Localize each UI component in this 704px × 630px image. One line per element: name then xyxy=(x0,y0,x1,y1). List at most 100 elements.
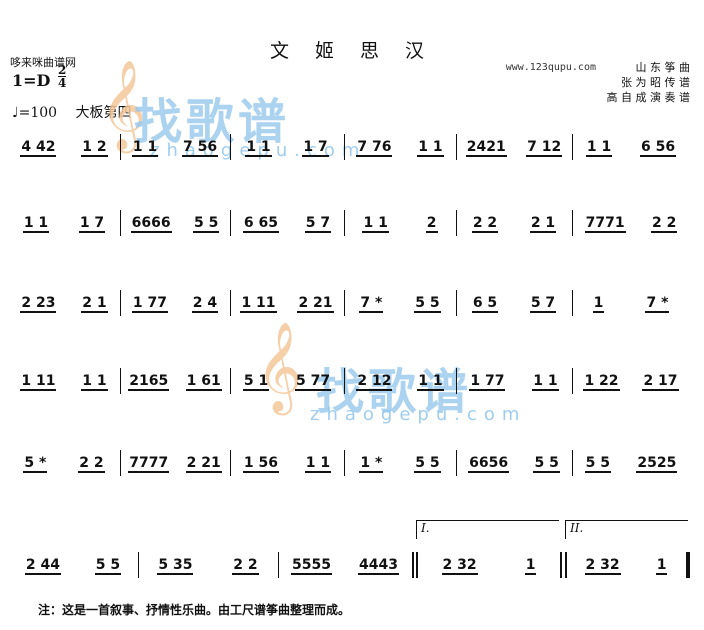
beat: 7 56 xyxy=(182,139,219,157)
measure: 1 22 2 17 xyxy=(572,362,690,422)
measure: 2165 1 61 xyxy=(120,362,230,422)
beat: 2 12 xyxy=(356,373,393,391)
credit-line: 山 东 筝 曲 xyxy=(635,61,691,74)
beat: 1 1 xyxy=(362,215,389,233)
beat: 2525 xyxy=(636,455,678,473)
beat: 7777 xyxy=(128,455,170,473)
measure: 1 1 2 xyxy=(344,204,456,264)
beat: 2 2 xyxy=(232,557,259,575)
beat: 1 61 xyxy=(185,373,222,391)
section-label: 大板第四 xyxy=(75,105,132,121)
measure: 2 12 1 1 xyxy=(344,362,456,422)
beat: 2 17 xyxy=(642,373,679,391)
beat: 6 5 xyxy=(471,295,499,313)
beat: 1 7 xyxy=(302,139,329,157)
beat: 5 * xyxy=(23,455,48,473)
beat: 5 35 xyxy=(157,557,194,575)
beat: 5 7 xyxy=(529,295,557,313)
measure: 6666 5 5 xyxy=(120,204,230,264)
time-signature: 2 4 xyxy=(58,63,67,90)
site-url: www.123qupu.com xyxy=(505,62,596,73)
beat: 5 5 xyxy=(192,215,220,233)
time-top: 2 xyxy=(58,63,67,77)
beat: 2 32 xyxy=(584,557,621,575)
beat: 6666 xyxy=(130,215,172,233)
measure: 1 1 1 7 xyxy=(230,128,344,188)
beat: 1 1 xyxy=(245,139,272,157)
beat: 1 11 xyxy=(240,295,277,313)
beat: 7 76 xyxy=(356,139,393,157)
beat: 1 * xyxy=(359,455,384,473)
beat: 2165 xyxy=(128,373,170,391)
beat: 2 4 xyxy=(191,295,219,313)
beat: 1 56 xyxy=(242,455,279,473)
second-ending: II. xyxy=(565,520,688,539)
beat: 1 2 xyxy=(81,139,108,157)
beat: 1 77 xyxy=(131,295,168,313)
watermark-logo: 找歌谱 xyxy=(134,94,291,150)
watermark-clef-icon: 𝄞 xyxy=(100,60,147,150)
beat: 1 1 xyxy=(532,373,559,391)
site-name: 哆来咪曲谱网 xyxy=(10,56,76,69)
credit-line: 张 为 昭 传 谱 xyxy=(621,76,690,89)
measure: 5 * 2 2 xyxy=(8,444,120,504)
measure: 2 23 2 1 xyxy=(8,284,120,344)
beat: 2 32 xyxy=(441,557,478,575)
measure: 2 32 1 xyxy=(418,546,560,606)
beat: 2 2 xyxy=(471,215,499,233)
measure: 1 *5 5 xyxy=(344,444,456,504)
beat: 5 7 xyxy=(304,215,332,233)
beat: 1 1 xyxy=(417,373,444,391)
beat: 7 12 xyxy=(526,139,563,157)
beat: 5 1 xyxy=(242,373,270,391)
watermark-logo: 找歌谱 xyxy=(316,364,473,420)
measure: 2421 7 12 xyxy=(456,128,572,188)
beat: 7 * xyxy=(359,295,384,313)
beat: 2 23 xyxy=(20,295,57,313)
measure: 1 7 * xyxy=(572,284,690,344)
beat: 1 xyxy=(524,557,537,575)
beat: 1 7 xyxy=(78,215,106,233)
beat: 2421 xyxy=(465,139,507,157)
credits: 山 东 筝 曲 张 为 昭 传 谱 高 自 成 演 奏 谱 xyxy=(607,60,690,105)
beat: 1 1 xyxy=(417,139,444,157)
credit-line: 高 自 成 演 奏 谱 xyxy=(606,91,690,104)
beat: 6 65 xyxy=(242,215,279,233)
beat: 4 42 xyxy=(20,139,57,157)
beat: 2 xyxy=(425,215,438,233)
measure: 4 42 1 2 xyxy=(8,128,120,188)
measure: 1 1 6 56 xyxy=(572,128,690,188)
beat: 6656 xyxy=(468,455,510,473)
tempo-marking: ♩=100 大板第四 xyxy=(12,102,132,122)
watermark-url: zhaogepu.com xyxy=(310,404,527,425)
beat: 2 2 xyxy=(650,215,678,233)
time-bottom: 4 xyxy=(58,76,67,90)
beat: 1 1 xyxy=(131,139,159,157)
beat: 5 5 xyxy=(94,557,122,575)
beat: 1 77 xyxy=(469,373,506,391)
beat: 2 1 xyxy=(81,295,108,313)
beat: 2 2 xyxy=(78,455,105,473)
beat: 7 * xyxy=(645,295,670,313)
beat: 6 56 xyxy=(640,139,677,157)
beat: 1 1 xyxy=(585,139,613,157)
beat: 5 5 xyxy=(414,295,441,313)
measure: 1 77 1 1 xyxy=(456,362,572,422)
beat: 1 xyxy=(592,295,605,313)
beat: 1 22 xyxy=(583,373,620,391)
page-title: 文 姬 思 汉 xyxy=(269,40,435,62)
